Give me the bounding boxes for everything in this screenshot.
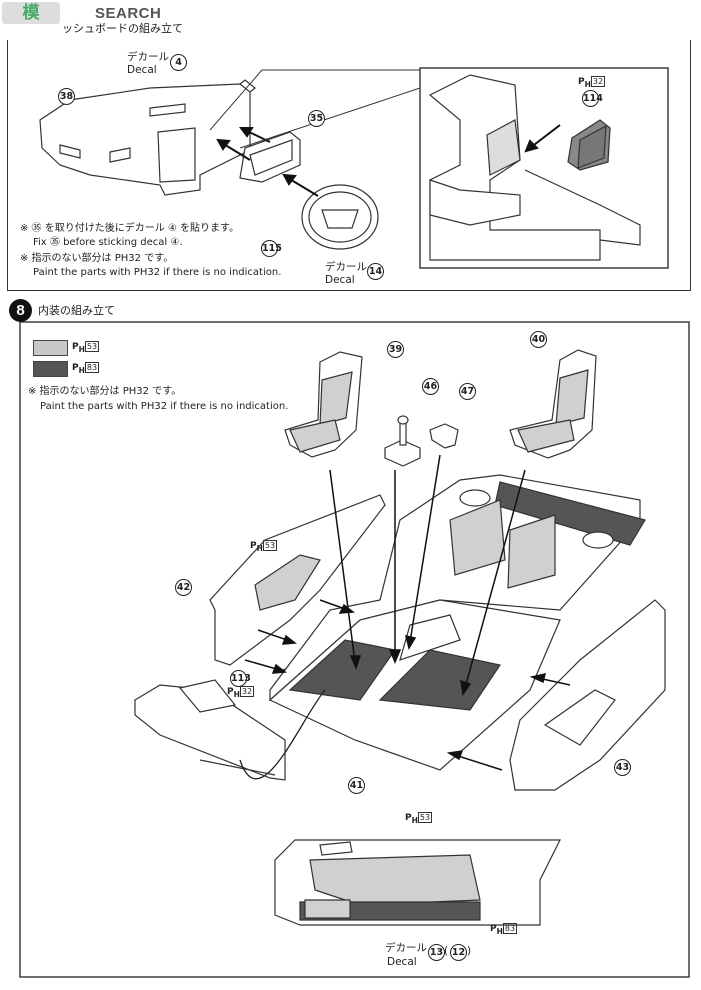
- dashboard-part-38: [39, 79, 256, 196]
- shift-lever-part-46: [384, 415, 421, 467]
- note2-jp: ※ 指示のない部分は PH32 です。: [20, 253, 174, 264]
- callout-part-114: 114: [582, 90, 603, 107]
- decal-label-jp-1: デカール: [127, 51, 169, 63]
- callout-part-47: 47: [459, 383, 476, 400]
- part-47: [429, 423, 459, 449]
- callout-part-4: 4: [170, 54, 187, 71]
- callout-part-35: 35: [308, 110, 325, 127]
- callout-part-13: 13: [428, 944, 445, 961]
- step7-inset-frame: [419, 67, 669, 269]
- door-panel-part-42: [209, 494, 386, 666]
- seat-part-39: [284, 351, 363, 458]
- step8-decal-jp: デカール: [385, 942, 427, 954]
- callout-part-46: 46: [422, 378, 439, 395]
- legend-swatch-ph53: [33, 340, 68, 356]
- callout-part-39: 39: [387, 341, 404, 358]
- step7-title: ッシュボードの組み立て: [62, 22, 183, 35]
- callout-part-14: 14: [367, 263, 384, 280]
- note1-en: Fix ㉟ before sticking decal ④.: [33, 237, 183, 248]
- site-logo-text: SEARCH: [95, 5, 162, 22]
- callout-part-40: 40: [530, 331, 547, 348]
- callout-part-43: 43: [614, 759, 631, 776]
- step8-title: 内装の組み立て: [38, 304, 115, 317]
- note2-en: Paint the parts with PH32 if there is no…: [33, 267, 282, 278]
- decal-label-en-1: Decal: [127, 64, 157, 76]
- door-panel-part-43: [509, 599, 666, 791]
- dashboard-lower: [134, 679, 286, 781]
- door-detail: [274, 839, 561, 926]
- seat-part-40: [509, 349, 597, 459]
- paren-open: (: [444, 945, 449, 957]
- site-logo: 模: [2, 2, 60, 24]
- floor-part-41: [268, 474, 646, 771]
- note1-jp: ※ ㉟ を取り付けた後にデカール ④ を貼ります。: [20, 223, 240, 234]
- callout-part-42: 42: [175, 579, 192, 596]
- legend-swatch-ph83: [33, 361, 68, 377]
- part-114: [567, 119, 611, 171]
- paren-close: ): [467, 945, 472, 957]
- step8-frame: [19, 321, 690, 978]
- step8-note-jp: ※ 指示のない部分は PH32 です。: [28, 386, 182, 397]
- step8-note-en: Paint the parts with PH32 if there is no…: [40, 401, 289, 412]
- decal-label-en-2: Decal: [325, 274, 355, 286]
- step8-number: 8: [9, 299, 32, 322]
- callout-part-12: 12: [450, 944, 467, 961]
- step8-decal-en: Decal: [387, 956, 417, 968]
- decal-label-jp-2: デカール: [325, 261, 367, 273]
- callout-part-38: 38: [58, 88, 75, 105]
- gauge-cluster-part-35: [239, 131, 301, 183]
- callout-part-41: 41: [348, 777, 365, 794]
- callout-part-115: 115: [261, 240, 282, 257]
- callout-part-113: 113: [230, 670, 251, 687]
- steering-wheel-part-115: [301, 184, 379, 250]
- step7-frame: [7, 40, 691, 291]
